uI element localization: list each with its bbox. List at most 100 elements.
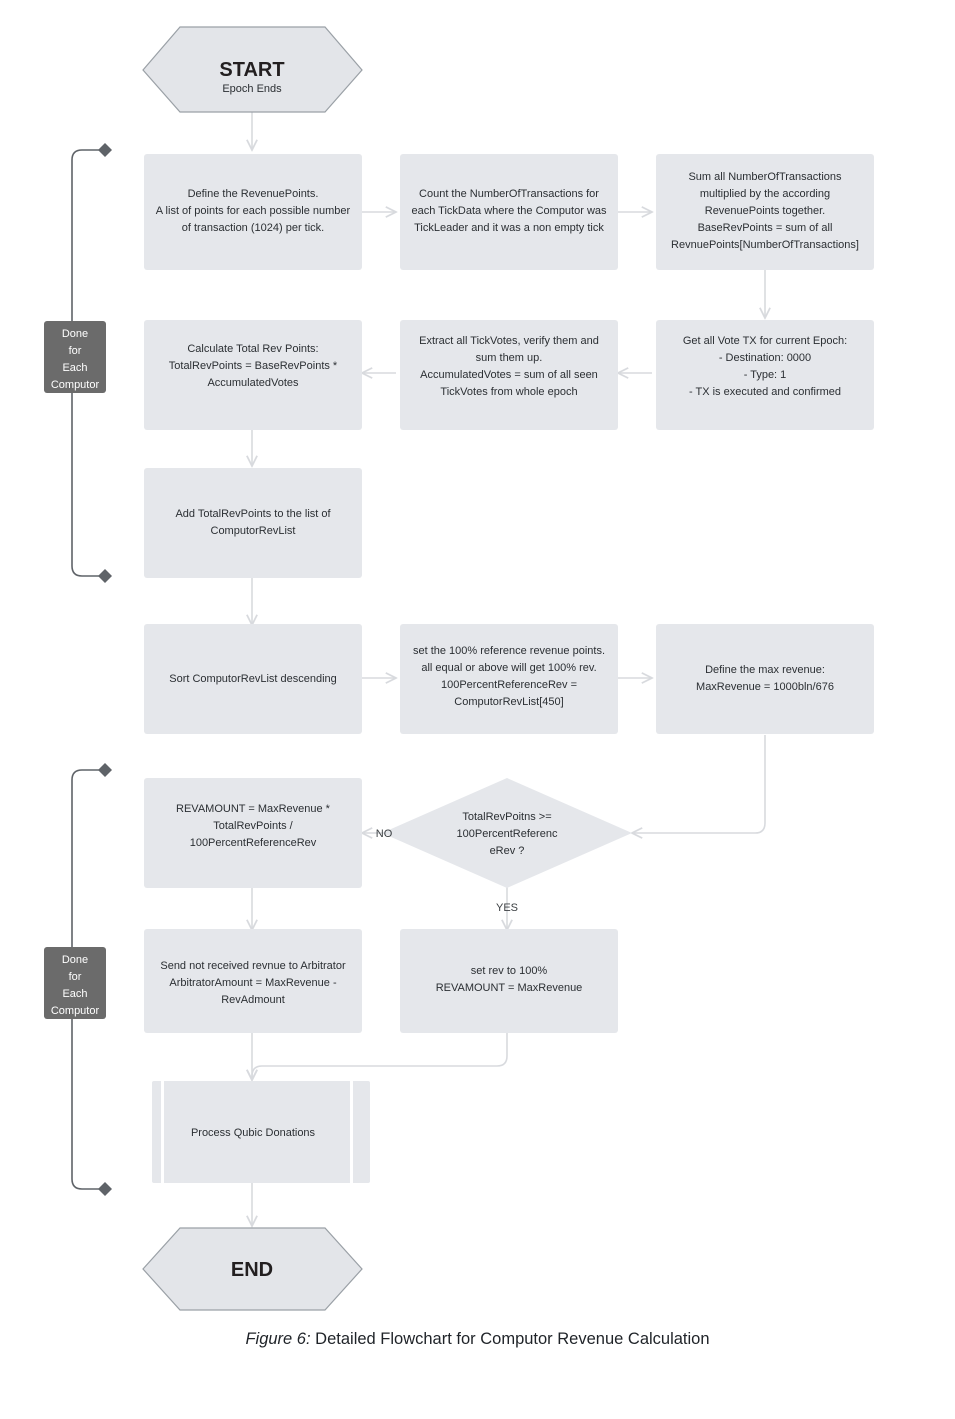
get-vote-tx-line-2: - Type: 1: [744, 369, 787, 381]
decision-line-1: 100PercentReferenc: [457, 828, 558, 840]
decision-line-2: eRev ?: [490, 845, 525, 857]
define-max-revenue-line-1: MaxRevenue = 1000bln/676: [696, 681, 834, 693]
edge-label-yes: YES: [496, 902, 518, 914]
revamount-prorata-line-0: REVAMOUNT = MaxRevenue *: [176, 803, 331, 815]
send-arbitrator-line-1: ArbitratorAmount = MaxRevenue -: [169, 977, 337, 989]
get-vote-tx-line-0: Get all Vote TX for current Epoch:: [683, 335, 847, 347]
node-count-transactions[interactable]: Count the NumberOfTransactions for each …: [400, 154, 618, 270]
loop-badge-upper: [44, 321, 106, 393]
process-donations-line-0: Process Qubic Donations: [191, 1127, 316, 1139]
sum-transactions-line-2: RevenuePoints together.: [705, 205, 825, 217]
loop-endpoint-diamond-bottom: [98, 569, 112, 583]
send-arbitrator-line-2: RevAdmount: [221, 994, 285, 1006]
loop-connector-lower: Done for Each Computor: [44, 763, 112, 1196]
revamount-prorata-line-1: TotalRevPoints /: [213, 820, 293, 832]
sum-transactions-line-0: Sum all NumberOfTransactions: [688, 171, 842, 183]
calculate-total-rev-line-0: Calculate Total Rev Points:: [187, 343, 318, 355]
loop-badge-upper-line-0: Done: [62, 328, 88, 340]
node-set-reference[interactable]: set the 100% reference revenue points. a…: [400, 624, 618, 734]
edge-label-no: NO: [376, 828, 393, 840]
node-calculate-total-rev[interactable]: Calculate Total Rev Points: TotalRevPoin…: [144, 320, 362, 430]
node-sum-transactions[interactable]: Sum all NumberOfTransactions multiplied …: [656, 154, 874, 270]
count-transactions-box: [400, 154, 618, 270]
node-revamount-prorata[interactable]: REVAMOUNT = MaxRevenue * TotalRevPoints …: [144, 778, 362, 888]
node-start[interactable]: START Epoch Ends: [142, 26, 363, 113]
extract-tickvotes-line-1: sum them up.: [476, 352, 543, 364]
define-max-revenue-box: [656, 624, 874, 734]
send-arbitrator-box: [144, 929, 362, 1033]
node-extract-tickvotes[interactable]: Extract all TickVotes, verify them and s…: [400, 320, 618, 430]
add-to-list-line-1: ComputorRevList: [211, 525, 296, 537]
figure-caption-title: Detailed Flowchart for Computor Revenue …: [315, 1330, 710, 1348]
decision-diamond-shape: [382, 778, 632, 888]
loop-badge-lower: [44, 947, 106, 1019]
loop-endpoint-diamond-top: [98, 143, 112, 157]
start-subtitle: Epoch Ends: [222, 83, 282, 95]
count-transactions-line-0: Count the NumberOfTransactions for: [419, 188, 599, 200]
loop-badge-upper-line-1: for: [69, 345, 82, 357]
process-donations-box: [152, 1081, 370, 1183]
extract-tickvotes-line-3: TickVotes from whole epoch: [440, 386, 577, 398]
define-revenue-points-line-1: A list of points for each possible numbe…: [156, 205, 351, 217]
loop-badge-lower-line-2: Each: [62, 988, 87, 1000]
define-revenue-points-box: [144, 154, 362, 270]
calculate-total-rev-line-2: AccumulatedVotes: [207, 377, 299, 389]
sort-list-line-0: Sort ComputorRevList descending: [169, 673, 337, 685]
figure-caption: Figure 6: Detailed Flowchart for Computo…: [0, 1330, 955, 1349]
node-process-donations[interactable]: Process Qubic Donations: [152, 1081, 370, 1183]
add-to-list-line-0: Add TotalRevPoints to the list of: [175, 508, 331, 520]
loop-endpoint-diamond-top-lower: [98, 763, 112, 777]
set-reference-line-0: set the 100% reference revenue points.: [413, 645, 605, 657]
sum-transactions-box: [656, 154, 874, 270]
count-transactions-line-2: TickLeader and it was a non empty tick: [414, 222, 604, 234]
start-hexagon-shape: [142, 26, 363, 113]
node-get-vote-tx[interactable]: Get all Vote TX for current Epoch: - Des…: [656, 320, 874, 430]
start-title: START: [219, 59, 284, 81]
loop-connector-upper: Done for Each Computor: [44, 143, 112, 583]
set-reference-line-3: ComputorRevList[450]: [454, 696, 563, 708]
sum-transactions-line-1: multiplied by the according: [700, 188, 830, 200]
sort-list-box: [144, 624, 362, 734]
set-reference-box: [400, 624, 618, 734]
add-to-list-box: [144, 468, 362, 578]
end-hexagon-shape: [142, 1227, 363, 1311]
node-set-rev-full[interactable]: set rev to 100% REVAMOUNT = MaxRevenue: [400, 929, 618, 1033]
set-rev-full-line-0: set rev to 100%: [471, 965, 548, 977]
node-end[interactable]: END: [142, 1227, 363, 1311]
node-send-arbitrator[interactable]: Send not received revnue to Arbitrator A…: [144, 929, 362, 1033]
node-define-max-revenue[interactable]: Define the max revenue: MaxRevenue = 100…: [656, 624, 874, 734]
get-vote-tx-line-3: - TX is executed and confirmed: [689, 386, 841, 398]
extract-tickvotes-box: [400, 320, 618, 430]
get-vote-tx-box: [656, 320, 874, 430]
loop-badge-lower-line-1: for: [69, 971, 82, 983]
node-define-revenue-points[interactable]: Define the RevenuePoints. A list of poin…: [144, 154, 362, 270]
edge-setrev-to-donations: [252, 1033, 508, 1080]
calculate-total-rev-line-1: TotalRevPoints = BaseRevPoints *: [169, 360, 338, 372]
set-rev-full-line-1: REVAMOUNT = MaxRevenue: [436, 982, 583, 994]
set-reference-line-2: 100PercentReferenceRev =: [441, 679, 577, 691]
process-donations-left-bar: [161, 1081, 164, 1183]
sum-transactions-line-3: BaseRevPoints = sum of all: [698, 222, 833, 234]
extract-tickvotes-line-0: Extract all TickVotes, verify them and: [419, 335, 599, 347]
node-add-to-list[interactable]: Add TotalRevPoints to the list of Comput…: [144, 468, 362, 578]
define-max-revenue-line-0: Define the max revenue:: [705, 664, 825, 676]
set-rev-full-box: [400, 929, 618, 1033]
node-decision[interactable]: TotalRevPoitns >= 100PercentReferenc eRe…: [382, 778, 632, 888]
set-reference-line-1: all equal or above will get 100% rev.: [421, 662, 596, 674]
define-revenue-points-line-2: of transaction (1024) per tick.: [182, 222, 324, 234]
send-arbitrator-line-0: Send not received revnue to Arbitrator: [160, 960, 346, 972]
edge-maxrev-to-decision: [632, 735, 766, 833]
loop-badge-upper-line-3: Computor: [51, 379, 100, 391]
figure-caption-label: Figure 6:: [245, 1330, 311, 1348]
count-transactions-line-1: each TickData where the Computor was: [411, 205, 607, 217]
revamount-prorata-line-2: 100PercentReferenceRev: [190, 837, 317, 849]
loop-badge-lower-line-0: Done: [62, 954, 88, 966]
define-revenue-points-line-0: Define the RevenuePoints.: [188, 188, 319, 200]
calculate-total-rev-box: [144, 320, 362, 430]
get-vote-tx-line-1: - Destination: 0000: [719, 352, 811, 364]
node-sort-list[interactable]: Sort ComputorRevList descending: [144, 624, 362, 734]
end-title: END: [231, 1259, 273, 1281]
process-donations-right-bar: [350, 1081, 353, 1183]
loop-badge-upper-line-2: Each: [62, 362, 87, 374]
